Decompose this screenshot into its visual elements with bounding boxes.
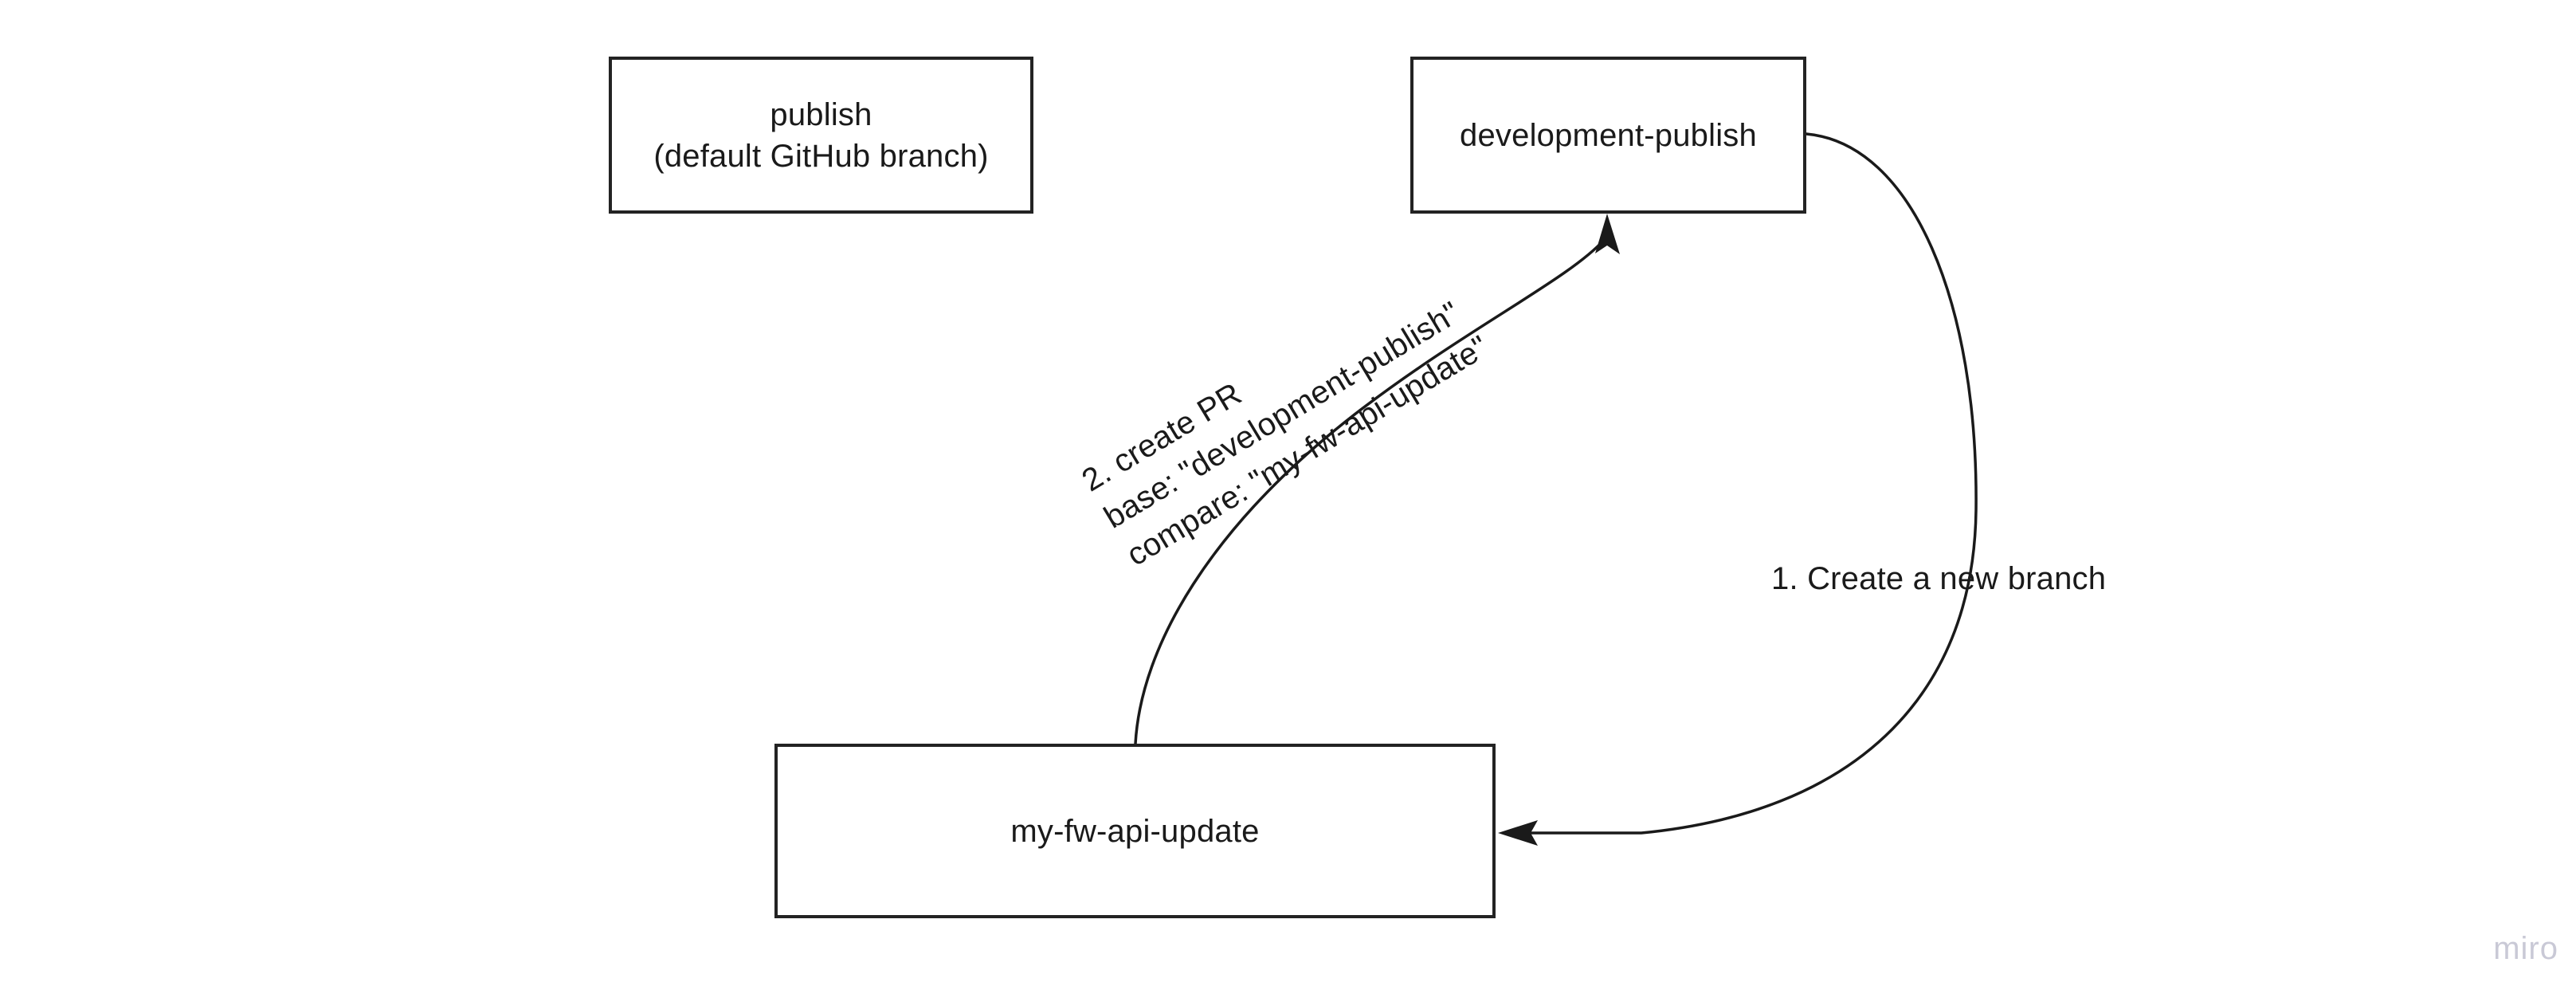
- node-my-fw-api-update-label: my-fw-api-update: [1010, 813, 1260, 849]
- node-publish[interactable]: publish (default GitHub branch): [609, 57, 1033, 214]
- edge-create-branch-path: [1516, 132, 1978, 835]
- edge-label-create-branch: 1. Create a new branch: [1771, 561, 2107, 596]
- edge-create-pr-arrowhead: [1595, 214, 1620, 254]
- edge-create-branch[interactable]: [1498, 132, 1978, 846]
- node-development-publish-label: development-publish: [1460, 117, 1757, 153]
- node-my-fw-api-update[interactable]: my-fw-api-update: [774, 744, 1496, 918]
- edge-create-pr[interactable]: [1134, 214, 1620, 745]
- node-development-publish[interactable]: development-publish: [1410, 57, 1806, 214]
- edge-create-branch-arrowhead: [1498, 820, 1538, 846]
- miro-watermark: miro: [2493, 931, 2558, 966]
- node-publish-label: publish (default GitHub branch): [653, 96, 989, 174]
- edge-create-pr-path: [1134, 238, 1606, 745]
